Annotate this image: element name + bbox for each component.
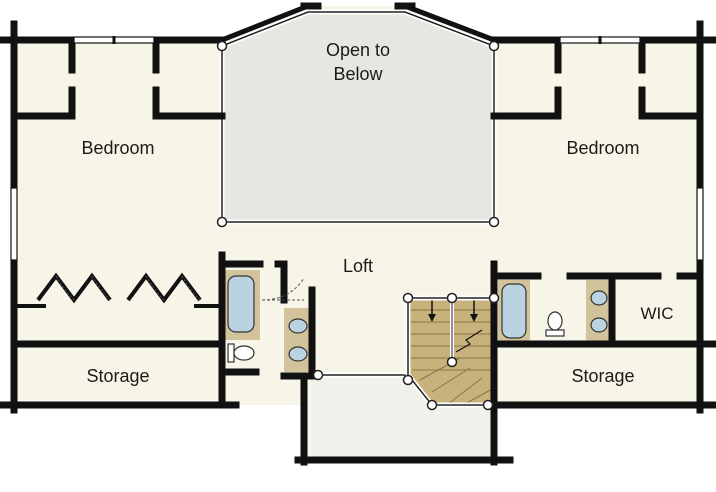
storage-right-label: Storage [571,366,634,386]
loft-label: Loft [343,256,373,276]
bedroom-left-label: Bedroom [81,138,154,158]
fixtures [227,275,608,363]
sink-right-top [590,290,608,306]
right-vanity-area [586,280,612,342]
bedroom-right-label: Bedroom [566,138,639,158]
walls [0,2,716,466]
sink-right-bottom [590,317,608,333]
toilet-bowl-left [233,345,255,361]
open-to-below-label-line2: Below [333,64,383,84]
railing-posts [216,40,500,411]
toilet-bowl-right [547,311,563,331]
toilet-tank-left [227,343,235,363]
open-to-below-label-line1: Open to [326,40,390,60]
sink-left-top [288,318,308,334]
bathtub-right [501,283,527,339]
sink-left-bottom [288,346,308,362]
left-vanity-area [284,308,312,372]
storage-left-label: Storage [86,366,149,386]
closet-doors [36,272,202,304]
windows [10,36,704,261]
open-to-below-area [222,12,494,222]
bathtub-left [227,275,255,333]
room-labels: Open to Below Bedroom Bedroom Loft Stora… [81,40,673,386]
toilet-tank-right [545,329,565,337]
wic-label: WIC [640,304,673,323]
